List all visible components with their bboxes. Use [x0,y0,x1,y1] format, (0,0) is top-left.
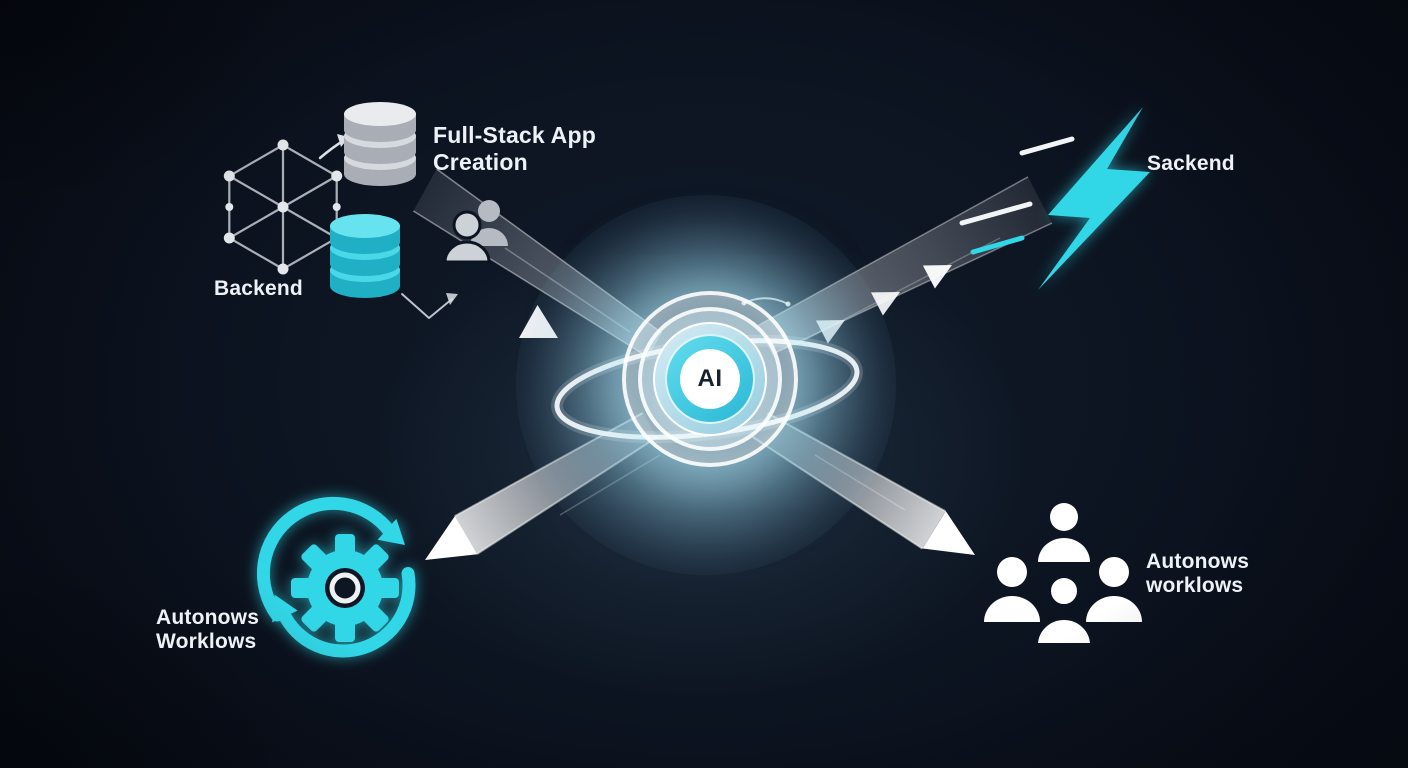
ai-core: AI [622,291,798,467]
label-line: Creation [433,148,528,175]
ai-core-ring-4: AI [665,334,755,424]
label-line: worklows [1146,574,1244,598]
label-sackend: Sackend [1147,152,1235,175]
label-line: Autonows [1146,550,1250,573]
ai-label: AI [697,365,723,392]
label-backend: Backend [214,277,303,300]
ai-core-ring-outer: AI [622,291,798,467]
label-full-stack-app-creation: Full-Stack App Creation [433,122,596,175]
label-line: Autonows [156,606,260,629]
label-line: Worklows [156,630,257,654]
label-workflows-right: Autonows worklows [1146,550,1249,599]
ai-core-ring-3: AI [653,322,767,436]
ai-core-ring-2: AI [638,307,782,451]
label-workflows-left: Autonows Worklows [156,606,259,655]
label-line: Full-Stack App [433,122,596,148]
ai-core-center: AI [680,349,740,409]
